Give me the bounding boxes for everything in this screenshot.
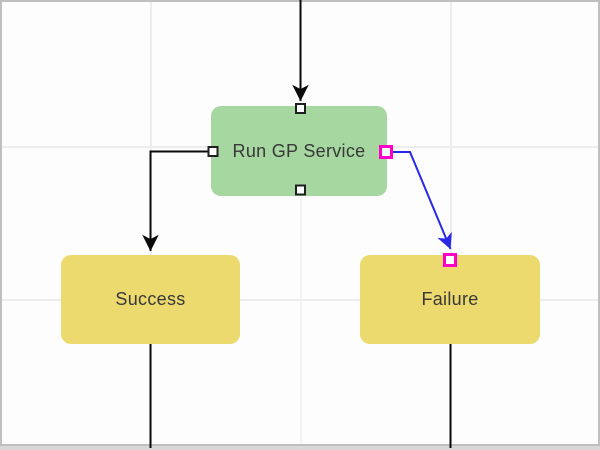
gridline-vertical <box>300 2 302 444</box>
node-success[interactable]: Success <box>61 255 240 344</box>
node-label: Run GP Service <box>232 140 366 161</box>
node-failure[interactable]: Failure <box>360 255 540 344</box>
node-label: Failure <box>421 289 479 309</box>
gridline-vertical <box>150 2 152 444</box>
node-run-gp-service[interactable]: Run GP Service <box>211 106 387 196</box>
gridline-horizontal <box>2 299 598 301</box>
node-label: Success <box>115 289 186 309</box>
gridline-vertical <box>450 2 452 444</box>
